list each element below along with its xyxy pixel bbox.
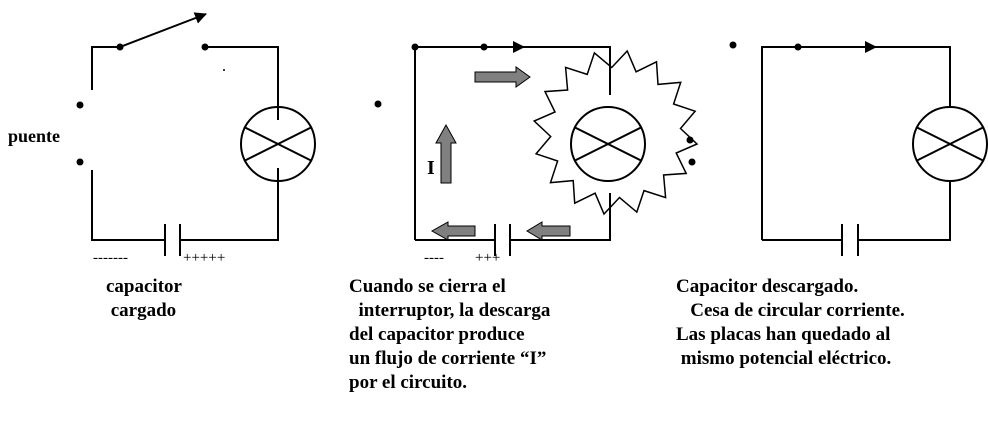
charge-positive-2: +++ xyxy=(475,250,501,266)
circuit-3-wire-right xyxy=(858,180,951,241)
circuit-1-switch-contact xyxy=(201,43,209,51)
circuit-1-switch-pivot xyxy=(116,43,124,51)
circuit-2-terminal-right-a xyxy=(686,136,694,144)
circuit-2-terminals xyxy=(374,43,696,166)
circuit-1-bridge-terminal-top xyxy=(76,101,84,109)
charge-positive-1: +++++ xyxy=(183,250,226,266)
circuit-2-switch-dot xyxy=(480,43,488,51)
circuit-1-wire-right xyxy=(205,46,279,120)
current-arrow-bottom-left xyxy=(430,221,476,241)
circuit-1-lamp-cross-b xyxy=(243,126,313,162)
circuit-3-lamp-cross-b xyxy=(915,126,985,162)
current-label: I xyxy=(427,157,435,179)
circuit-1-wire-left xyxy=(91,46,118,90)
circuit-1-speck xyxy=(223,69,225,71)
current-arrow-up xyxy=(435,123,457,184)
current-arrow-bottom-right xyxy=(526,221,571,241)
circuit-2-glow-starburst xyxy=(532,49,699,216)
caption-charged-capacitor: capacitor cargado xyxy=(106,276,182,321)
circuit-1-charged xyxy=(91,12,316,256)
circuit-2-terminal-right-b xyxy=(688,158,696,166)
caption-discharged: Capacitor descargado. Cesa de circular c… xyxy=(676,276,905,369)
circuit-1-wire-bottom-right xyxy=(180,168,279,241)
charge-negative-2: ---- xyxy=(424,250,444,266)
circuit-1-switch-lever xyxy=(119,12,207,48)
circuit-3-terminals xyxy=(729,41,802,51)
circuit-3-lamp xyxy=(912,106,988,182)
circuit-3-terminal-left xyxy=(729,41,737,49)
circuit-2-current-arrows xyxy=(430,66,571,241)
charge-negative-1: ------- xyxy=(93,250,128,266)
bridge-label: puente xyxy=(8,126,61,146)
circuit-1-wire-bottom-left xyxy=(91,170,165,241)
circuit-2-lamp-cross-b xyxy=(573,126,643,162)
circuit-2-terminal-left xyxy=(374,100,382,108)
circuit-3-wire-left xyxy=(761,46,951,240)
caption-discharge: Cuando se cierra el interruptor, la desc… xyxy=(349,276,551,393)
circuit-1-terminals xyxy=(76,43,225,166)
circuit-1-bridge-terminal-bottom xyxy=(76,158,84,166)
circuit-3-discharged xyxy=(761,41,988,256)
circuit-2-top-left-dot xyxy=(411,43,419,51)
circuit-2-discharging xyxy=(414,41,699,256)
circuit-1-lamp xyxy=(240,106,316,182)
circuit-3-switch-dot xyxy=(794,43,802,51)
current-arrow-top xyxy=(474,66,531,88)
